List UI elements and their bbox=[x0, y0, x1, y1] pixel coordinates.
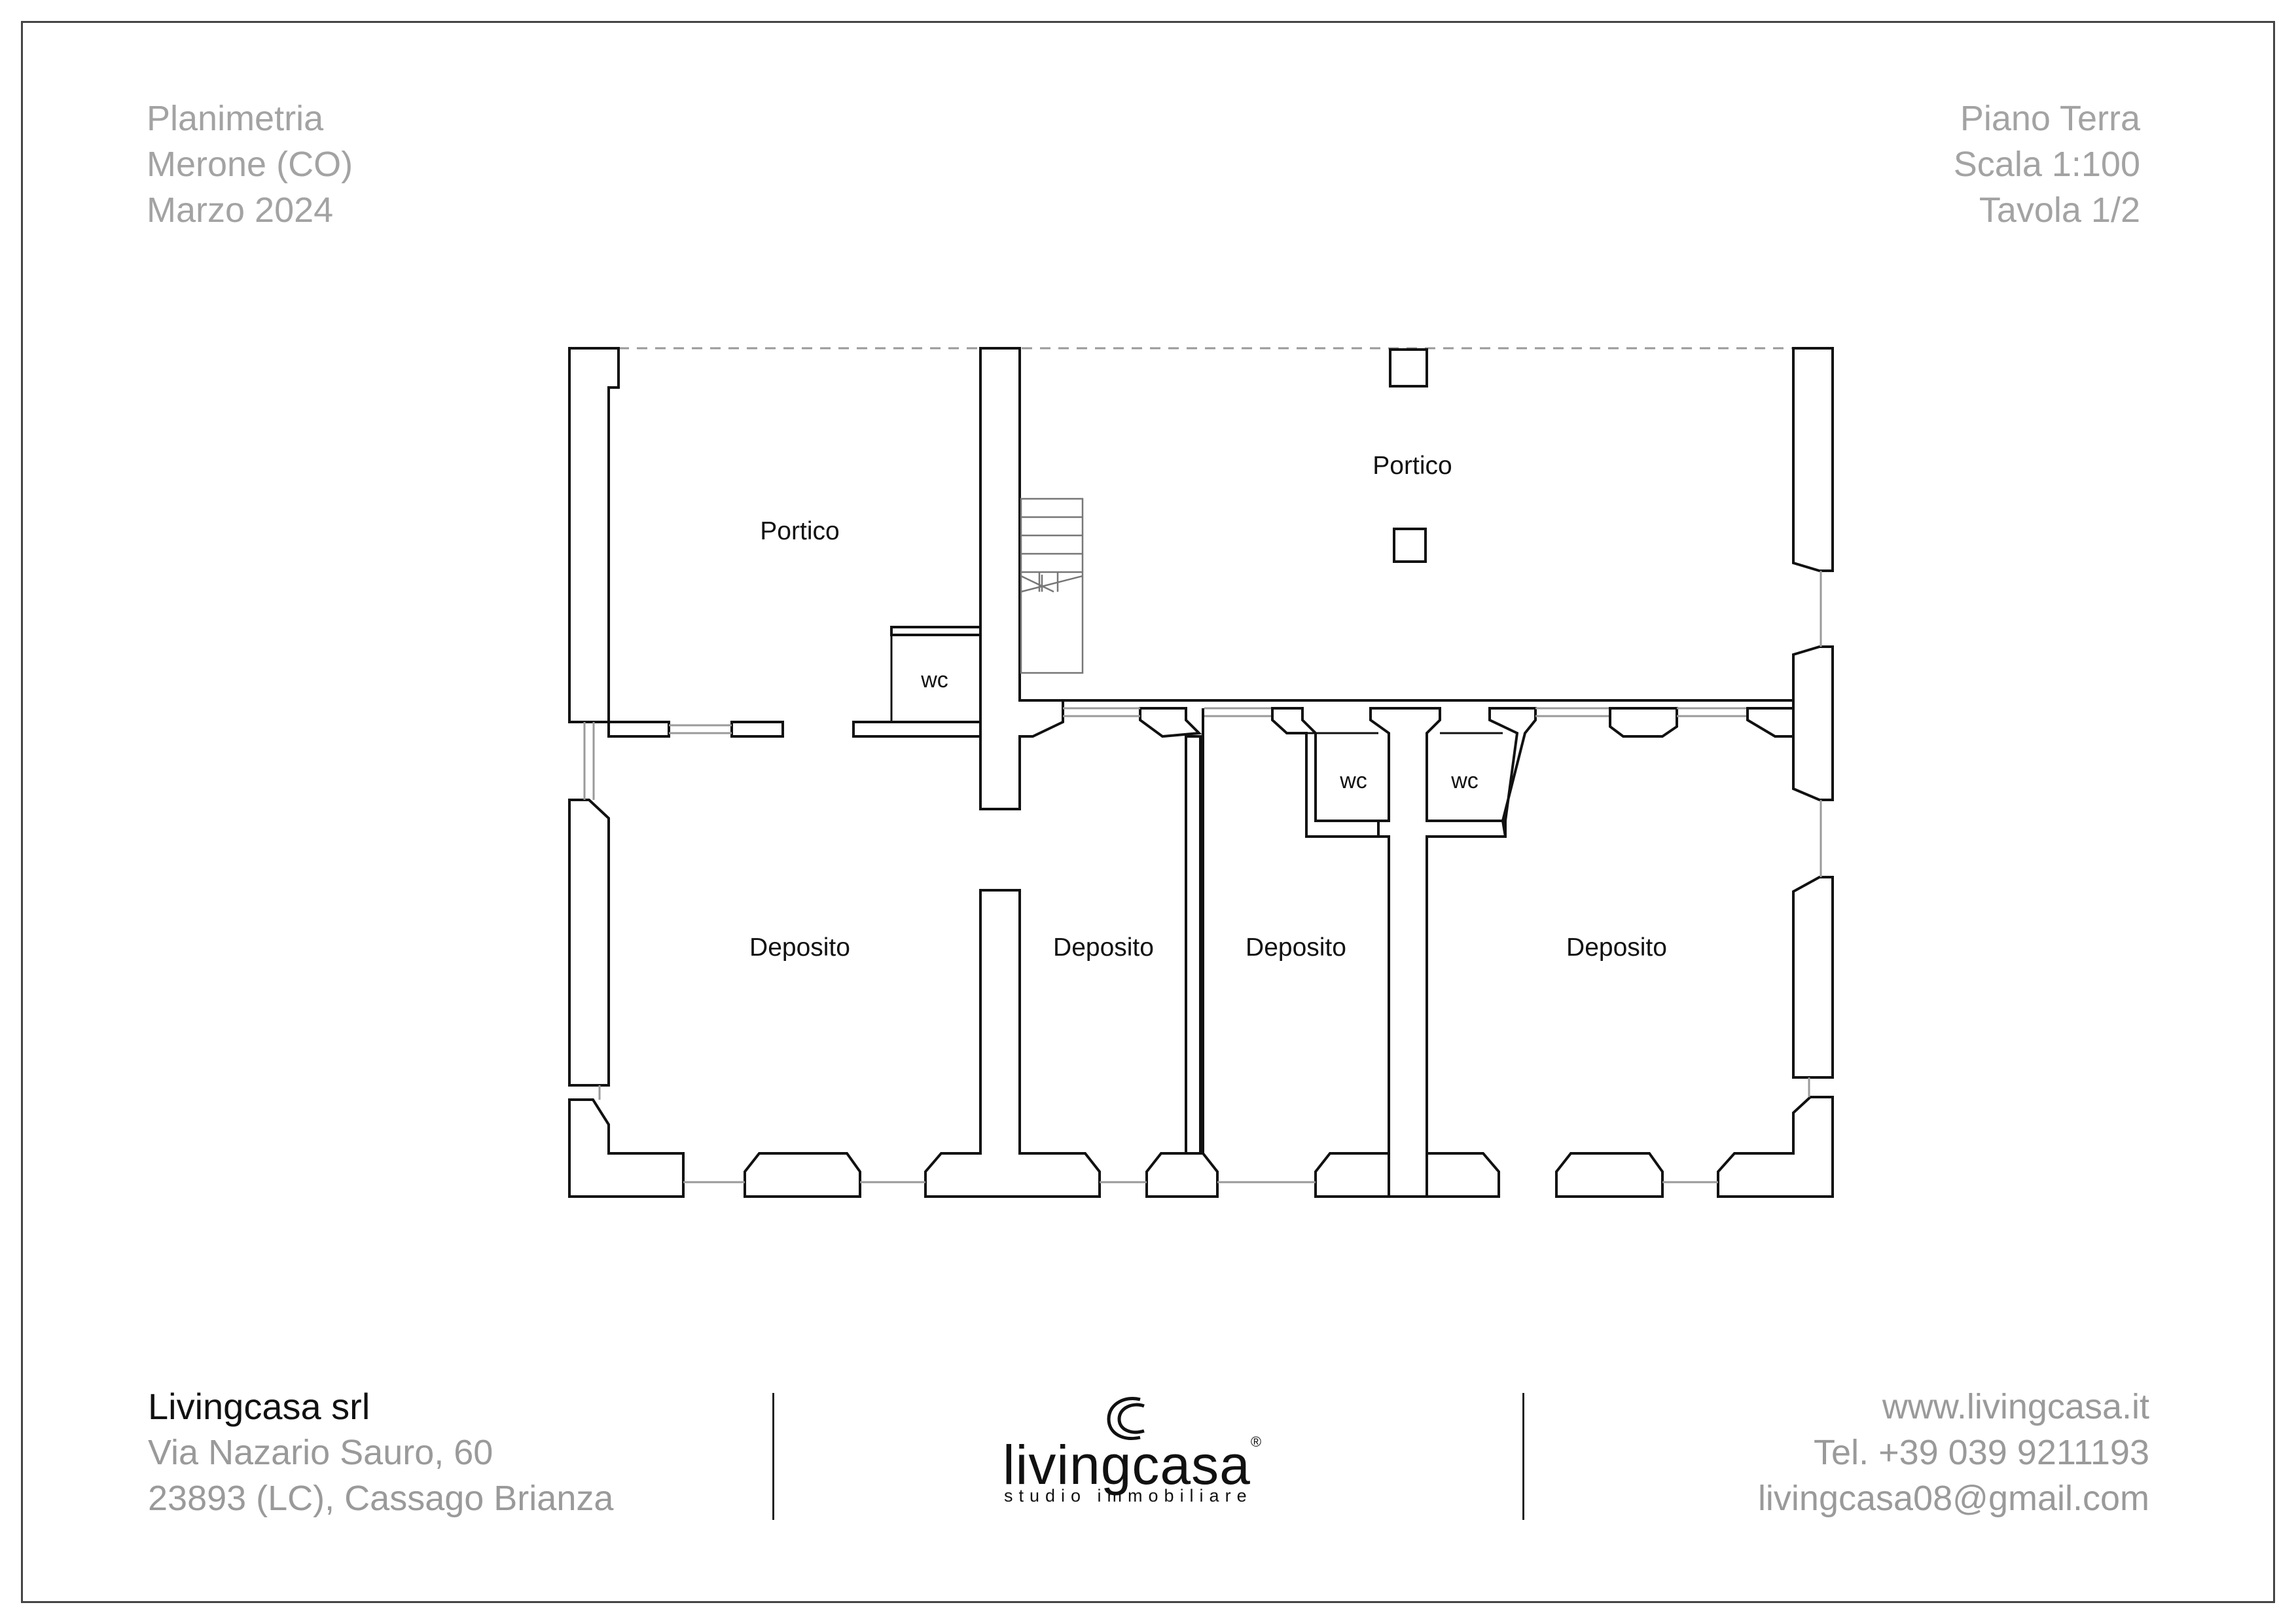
wall-left-lower bbox=[568, 1098, 685, 1198]
footer-divider-left bbox=[772, 1393, 774, 1520]
pillar-2 bbox=[1393, 528, 1427, 563]
floor-name: Piano Terra bbox=[1960, 99, 2140, 138]
company-name: Livingcasa srl bbox=[148, 1386, 370, 1427]
wall-wc-1-top bbox=[890, 626, 982, 636]
company-street: Via Nazario Sauro, 60 bbox=[148, 1433, 493, 1472]
room-label-wc-1: wc bbox=[920, 668, 948, 693]
wall-left-upper bbox=[568, 347, 620, 723]
room-label-wc-2: wc bbox=[1339, 768, 1367, 793]
room-label-portico-right: Portico bbox=[1372, 452, 1452, 480]
logo-wordmark: livingcasa® bbox=[1003, 1434, 1262, 1497]
wall-left-middle bbox=[568, 799, 610, 1087]
wall-central bbox=[979, 347, 1064, 810]
footer-divider-right bbox=[1522, 1393, 1524, 1520]
wall-bottom-5 bbox=[1555, 1152, 1664, 1198]
livingcasa-logo: livingcasa® studio immobiliare bbox=[995, 1394, 1296, 1506]
wall-divider-1 bbox=[924, 889, 1101, 1198]
page-frame bbox=[21, 21, 2275, 1603]
room-label-deposito-1: Deposito bbox=[749, 933, 850, 962]
phone-number: Tel. +39 039 9211193 bbox=[1814, 1433, 2149, 1472]
wall-right-lower bbox=[1792, 876, 1834, 1079]
logo-registered-mark: ® bbox=[1250, 1434, 1263, 1450]
room-label-portico-left: Portico bbox=[760, 517, 839, 545]
email-link[interactable]: livingcasa08@gmail.com bbox=[1757, 1479, 2149, 1518]
logo-crescent-icon bbox=[1107, 1397, 1145, 1440]
logo-tagline: studio immobiliare bbox=[1004, 1486, 1253, 1506]
wall-jamb-1 bbox=[1139, 707, 1202, 738]
wall-wc-core bbox=[1369, 707, 1507, 1198]
logo-wordmark-text: livingcasa bbox=[1003, 1434, 1251, 1496]
wall-right-upper bbox=[1792, 347, 1834, 572]
wall-jamb-3 bbox=[1746, 707, 1795, 738]
stairs bbox=[1020, 497, 1084, 674]
wall-right-mid bbox=[1792, 645, 1834, 801]
company-info: Livingcasa srl Via Nazario Sauro, 60 238… bbox=[148, 1384, 613, 1521]
wall-bottom-4 bbox=[1426, 1152, 1500, 1198]
plan-date: Marzo 2024 bbox=[147, 190, 334, 230]
plan-sheet-info: Piano Terra Scala 1:100 Tavola 1/2 bbox=[1954, 96, 2140, 233]
wall-portico-left-b bbox=[730, 721, 784, 738]
room-label-deposito-3: Deposito bbox=[1246, 933, 1346, 962]
wall-right-corner bbox=[1717, 1096, 1834, 1198]
wall-wc-3-right bbox=[1488, 707, 1537, 837]
website-link[interactable]: www.livingcasa.it bbox=[1882, 1387, 2149, 1426]
wall-jamb-2 bbox=[1609, 707, 1678, 738]
plan-info: Planimetria Merone (CO) Marzo 2024 bbox=[147, 96, 353, 233]
plan-scale: Scala 1:100 bbox=[1953, 145, 2140, 184]
sheet-number: Tavola 1/2 bbox=[1979, 190, 2140, 230]
wall-bottom-2 bbox=[1145, 1152, 1219, 1198]
wall-portico-left-a bbox=[607, 721, 670, 738]
room-label-wc-3: wc bbox=[1450, 768, 1479, 793]
contact-info: www.livingcasa.it Tel. +39 039 9211193 l… bbox=[1758, 1384, 2149, 1521]
plan-type: Planimetria bbox=[147, 99, 324, 138]
room-label-deposito-2: Deposito bbox=[1053, 933, 1154, 962]
wall-bottom-3 bbox=[1314, 1152, 1390, 1198]
wall-bottom-1 bbox=[744, 1152, 861, 1198]
wall-portico-left-c bbox=[852, 721, 982, 738]
wall-deposito-2-right-side bbox=[1185, 735, 1202, 1155]
plan-location: Merone (CO) bbox=[147, 145, 353, 184]
company-city: 23893 (LC), Cassago Brianza bbox=[148, 1479, 614, 1518]
room-label-deposito-4: Deposito bbox=[1566, 933, 1667, 962]
pillar-1 bbox=[1389, 348, 1428, 388]
